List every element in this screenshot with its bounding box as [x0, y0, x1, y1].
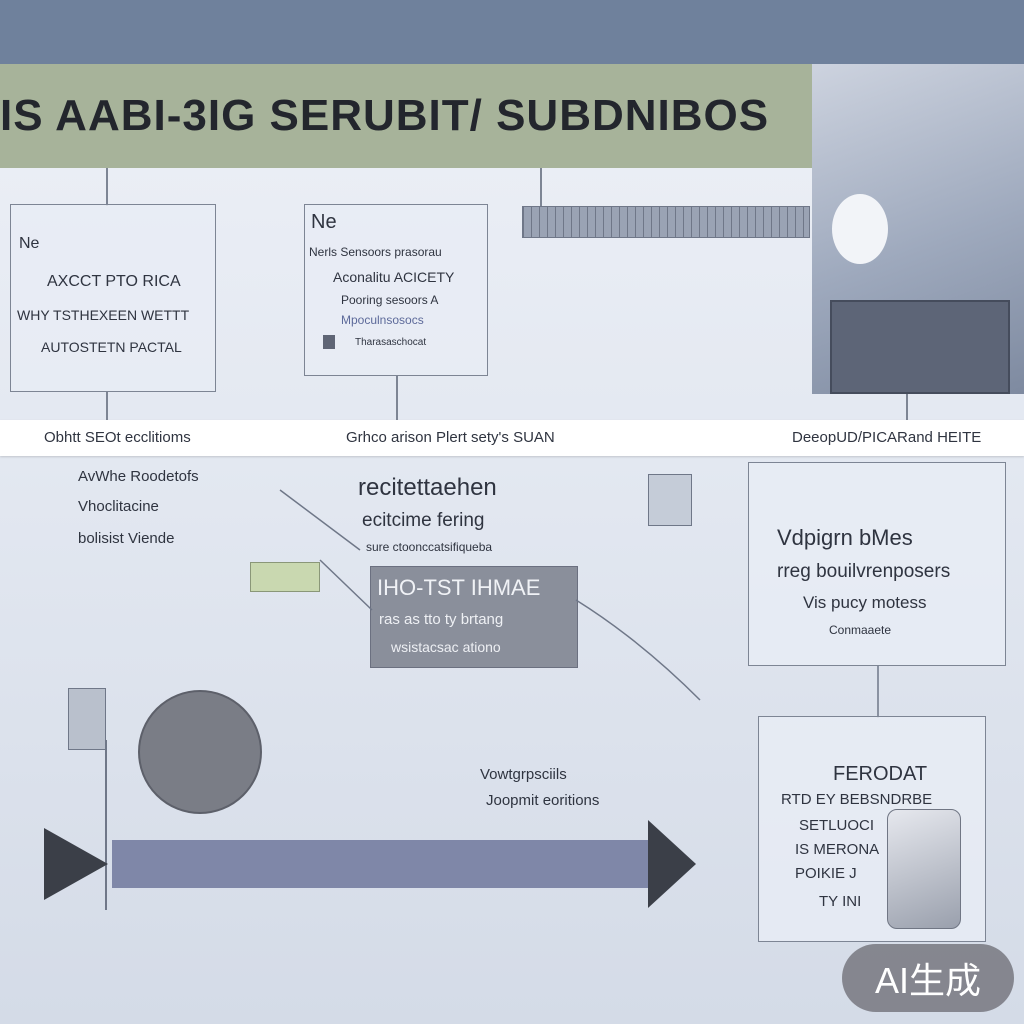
ruler-bar [522, 206, 810, 238]
list-item: AvWhe Roodetofs [78, 468, 199, 485]
box-text: IS MERONA [795, 841, 880, 858]
bottom-right-box: FERODAT RTD EY BEBSNDRBE SETLUOCI IS MER… [758, 716, 986, 942]
badge-label: AI生成 [874, 960, 981, 1001]
box-text: Nerls Sensoors prasorau [309, 245, 442, 259]
dark-box-text: wsistacsac ationo [391, 639, 501, 655]
band-label-left: Obhtt SEOt ecclitioms [44, 429, 191, 446]
box-text: Tharasaschocat [355, 337, 427, 348]
connector-line [540, 168, 542, 206]
box-text: FERODAT [833, 763, 928, 785]
connector-line [575, 599, 701, 701]
box-text: AXCCT PTO RICA [47, 273, 181, 290]
box-text: Conmaaete [829, 623, 892, 637]
band-label-right: DeeopUD/PICARand HEITE [792, 429, 982, 446]
box-text: Ne [19, 235, 40, 252]
box-text: Ne [311, 211, 337, 233]
center-subheading: ecitcime fering [362, 510, 485, 531]
center-caption: sure ctoonccatsifiqueba [366, 540, 493, 554]
device-icon [68, 688, 106, 750]
process-arrow-bar [112, 840, 650, 888]
connector-line [396, 376, 398, 420]
connector-line [106, 392, 108, 420]
section-band: Obhtt SEOt ecclitioms Grhco arison Plert… [0, 420, 1024, 456]
band-label-middle: Grhco arison Plert sety's SUAN [346, 429, 555, 446]
right-info-box: Vdpigrn bMes rreg bouilvrenposers Vis pu… [748, 462, 1006, 666]
document-icon [648, 474, 692, 526]
list-item: Vowtgrpsciils [480, 766, 567, 783]
box-text: Mpoculnsosocs [341, 313, 424, 327]
title-bar: IS AABI-3IG SERUBIT/ SUBDNIBOS [0, 64, 812, 168]
dark-box-text: ras as tto ty brtang [379, 611, 504, 628]
box-text: Pooring sesoors A [341, 293, 439, 307]
phone-icon [887, 809, 961, 929]
list-item: bolisist Viende [78, 530, 175, 547]
top-band [0, 0, 1024, 64]
page-title: IS AABI-3IG SERUBIT/ SUBDNIBOS [0, 91, 770, 140]
arrow-tail-left [44, 828, 108, 900]
list-item: Vhoclitacine [78, 498, 159, 515]
box-text: RTD EY BEBSNDRBE [781, 791, 933, 808]
top-left-box: Ne AXCCT PTO RICA WHY TSTHEXEEN WETTT AU… [10, 204, 216, 392]
dark-info-box: IHO-TST IHMAE ras as tto ty brtang wsist… [370, 566, 578, 668]
connector-line [279, 489, 361, 551]
box-text: WHY TSTHEXEEN WETTT [17, 307, 190, 323]
list-item: Joopmit eoritions [486, 792, 600, 809]
photo-panel [812, 64, 1024, 394]
box-text: Vdpigrn bMes [777, 525, 913, 550]
dark-box-title: IHO-TST IHMAE [377, 575, 541, 600]
box-text: Aconalitu ACICETY [333, 269, 455, 285]
gear-icon [138, 690, 262, 814]
lightbulb-icon [832, 194, 888, 264]
monitor-image [830, 300, 1010, 394]
square-icon [323, 335, 335, 349]
connector-line [906, 394, 908, 420]
box-text: AUTOSTETN PACTAL [41, 339, 182, 355]
top-middle-box: Ne Nerls Sensoors prasorau Aconalitu ACI… [304, 204, 488, 376]
arrow-head-right [648, 820, 696, 908]
connector-line [319, 559, 373, 611]
card-icon [250, 562, 320, 592]
center-heading: recitettaehen [358, 474, 497, 501]
box-text: Vis pucy motess [803, 593, 927, 612]
connector-line [106, 168, 108, 206]
ai-generated-badge: AI生成 [842, 944, 1014, 1012]
box-text: SETLUOCI [799, 817, 875, 834]
box-text: POIKIE J [795, 865, 857, 882]
box-text: TY INI [819, 893, 862, 910]
box-text: rreg bouilvrenposers [777, 561, 951, 582]
